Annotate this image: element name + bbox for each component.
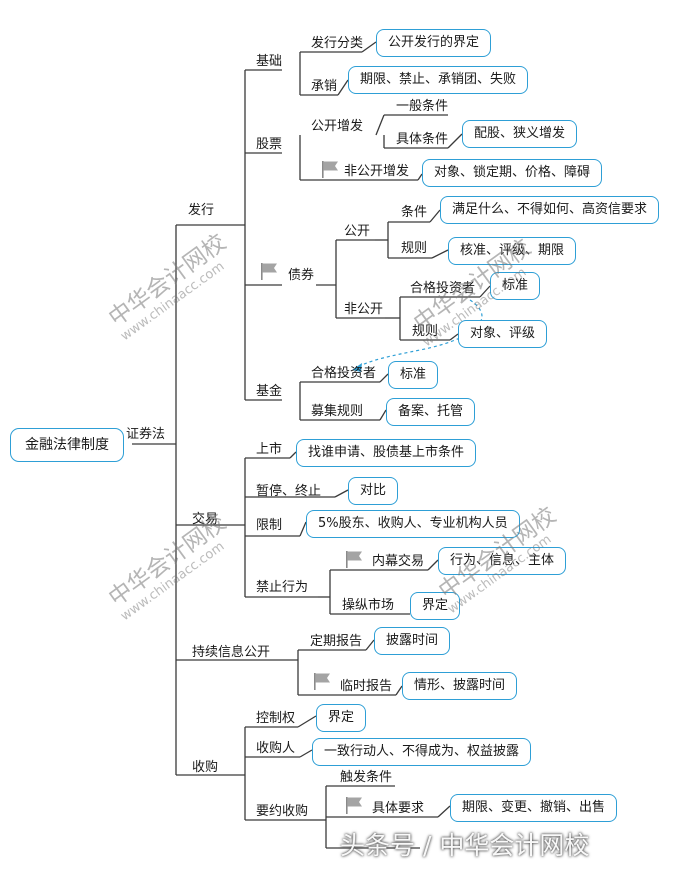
- bond-conditions-items[interactable]: 满足什么、不得如何、高资信要求: [440, 196, 660, 224]
- issue-type[interactable]: 发行分类: [311, 36, 364, 51]
- stock-public-add[interactable]: 公开增发: [311, 119, 364, 134]
- acq-specific[interactable]: 具体要求: [372, 801, 425, 816]
- section-disclosure[interactable]: 持续信息公开: [192, 645, 271, 660]
- bond-qualified[interactable]: 合格投资者: [410, 281, 476, 296]
- bond-public[interactable]: 公开: [344, 224, 371, 239]
- flag-icon: [346, 551, 362, 568]
- issue-type-def[interactable]: 公开发行的界定: [376, 29, 492, 57]
- trade-suspend[interactable]: 暂停、终止: [256, 484, 322, 499]
- issue-underwrite-items[interactable]: 期限、禁止、承销团、失败: [348, 66, 529, 94]
- fund-standard[interactable]: 标准: [388, 361, 439, 389]
- disclosure-periodic-items[interactable]: 披露时间: [374, 627, 451, 655]
- issue-fund[interactable]: 基金: [256, 384, 283, 399]
- trade-prohibit[interactable]: 禁止行为: [256, 580, 309, 595]
- disclosure-interim-items[interactable]: 情形、披露时间: [402, 672, 518, 700]
- bond-standard[interactable]: 标准: [490, 272, 541, 300]
- acq-specific-items[interactable]: 期限、变更、撤销、出售: [450, 794, 618, 822]
- trade-listing-items[interactable]: 找谁申请、股债基上市条件: [296, 439, 477, 467]
- trade-suspend-items[interactable]: 对比: [348, 477, 399, 505]
- stock-general[interactable]: 一般条件: [396, 99, 449, 114]
- bond-nonpublic[interactable]: 非公开: [344, 302, 384, 317]
- stock-private-items[interactable]: 对象、锁定期、价格、障碍: [422, 159, 603, 187]
- stock-specific[interactable]: 具体条件: [396, 132, 449, 147]
- issue-stock[interactable]: 股票: [256, 137, 283, 152]
- trade-insider-items[interactable]: 行为、信息、主体: [438, 547, 567, 575]
- acq-control[interactable]: 控制权: [256, 711, 296, 726]
- trade-listing[interactable]: 上市: [256, 442, 283, 457]
- bond-np-rules-items[interactable]: 对象、评级: [458, 320, 548, 348]
- root-node[interactable]: 金融法律制度: [10, 428, 124, 462]
- acq-acquirer[interactable]: 收购人: [256, 741, 296, 756]
- bond-conditions[interactable]: 条件: [401, 205, 428, 220]
- disclosure-interim[interactable]: 临时报告: [340, 679, 393, 694]
- acq-trigger[interactable]: 触发条件: [340, 770, 393, 785]
- acq-control-items[interactable]: 界定: [316, 704, 367, 732]
- fund-raise[interactable]: 募集规则: [311, 404, 364, 419]
- bond-rules-items[interactable]: 核准、评级、期限: [448, 237, 577, 265]
- flag-icon: [346, 797, 362, 814]
- stock-private-add[interactable]: 非公开增发: [344, 164, 410, 179]
- flag-icon: [322, 161, 338, 178]
- trade-insider[interactable]: 内幕交易: [372, 554, 425, 569]
- trade-restrict-items[interactable]: 5%股东、收购人、专业机构人员: [306, 510, 520, 538]
- issue-basic[interactable]: 基础: [256, 54, 283, 69]
- trade-manipulate-items[interactable]: 界定: [410, 592, 461, 620]
- bond-np-rules[interactable]: 规则: [412, 324, 439, 339]
- trade-restrict[interactable]: 限制: [256, 518, 283, 533]
- flag-icon: [261, 263, 277, 280]
- bond-rules[interactable]: 规则: [401, 241, 428, 256]
- fund-qualified[interactable]: 合格投资者: [311, 366, 377, 381]
- trade-manipulate[interactable]: 操纵市场: [342, 598, 395, 613]
- branch-securities-law[interactable]: 证券法: [126, 427, 166, 442]
- section-issue[interactable]: 发行: [188, 203, 215, 218]
- footer-watermark: 头条号 / 中华会计网校: [340, 831, 590, 860]
- flag-icon: [314, 673, 330, 690]
- acq-acquirer-items[interactable]: 一致行动人、不得成为、权益披露: [312, 738, 532, 766]
- fund-raise-items[interactable]: 备案、托管: [386, 398, 476, 426]
- issue-bond[interactable]: 债券: [288, 268, 315, 283]
- issue-underwrite[interactable]: 承销: [311, 79, 338, 94]
- stock-specific-items[interactable]: 配股、狭义增发: [462, 120, 578, 148]
- section-acquisition[interactable]: 收购: [192, 760, 219, 775]
- acq-tender[interactable]: 要约收购: [256, 804, 309, 819]
- section-trade[interactable]: 交易: [192, 512, 219, 527]
- disclosure-periodic[interactable]: 定期报告: [310, 634, 363, 649]
